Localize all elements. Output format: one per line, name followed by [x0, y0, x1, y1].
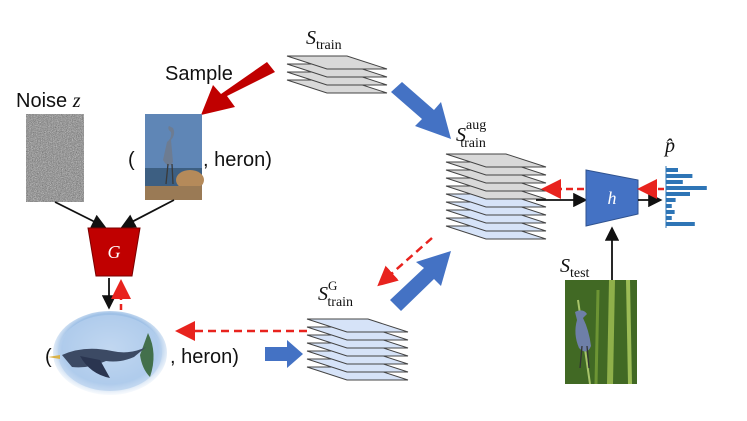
pair-open-2: (: [45, 346, 52, 368]
pair-close-2: , heron): [170, 346, 239, 368]
classifier-block: [585, 169, 639, 227]
sample-label: Sample: [165, 63, 233, 85]
histogram-bar: [666, 186, 707, 190]
aug-to-sg-feedback-arrow: [377, 237, 433, 287]
histogram-bar: [666, 204, 672, 208]
histogram-bar: [666, 180, 683, 184]
histogram-bar: [666, 168, 678, 172]
noise-to-g-arrow: [54, 201, 107, 228]
s-train-label: Strain: [306, 27, 342, 53]
histogram-bar: [666, 222, 695, 226]
noise-label: Noise z: [16, 90, 81, 112]
classifier-label: h: [608, 188, 617, 208]
s-train-stack: [286, 55, 388, 94]
histogram-bar: [666, 192, 690, 196]
s-test-label: Stest: [560, 255, 590, 281]
sg-to-aug-arrow: [390, 251, 451, 311]
sample-arrow: [201, 62, 275, 115]
train-to-aug-arrow: [391, 82, 451, 139]
s-train-aug-stack: [445, 153, 547, 240]
generator-label: G: [108, 242, 121, 262]
pair-close-1: , heron): [203, 149, 272, 171]
flying-heron-icon: [48, 311, 167, 395]
sample-to-g-arrow: [120, 199, 175, 228]
pair-open-1: (: [128, 149, 135, 171]
output-histogram: [665, 166, 707, 228]
heron-to-sg-arrow: [265, 340, 303, 368]
p-hat-label: p̂: [663, 135, 675, 157]
histogram-bar: [666, 216, 672, 220]
histogram-bar: [666, 210, 675, 214]
histogram-bar: [666, 198, 676, 202]
heron-photo-icon: [145, 114, 204, 200]
noise-image-icon: [26, 114, 84, 202]
s-train-g-stack: [306, 318, 409, 381]
histogram-bar: [666, 174, 693, 178]
heron-test-photo-icon: [565, 279, 637, 385]
generator-block: [87, 227, 141, 277]
